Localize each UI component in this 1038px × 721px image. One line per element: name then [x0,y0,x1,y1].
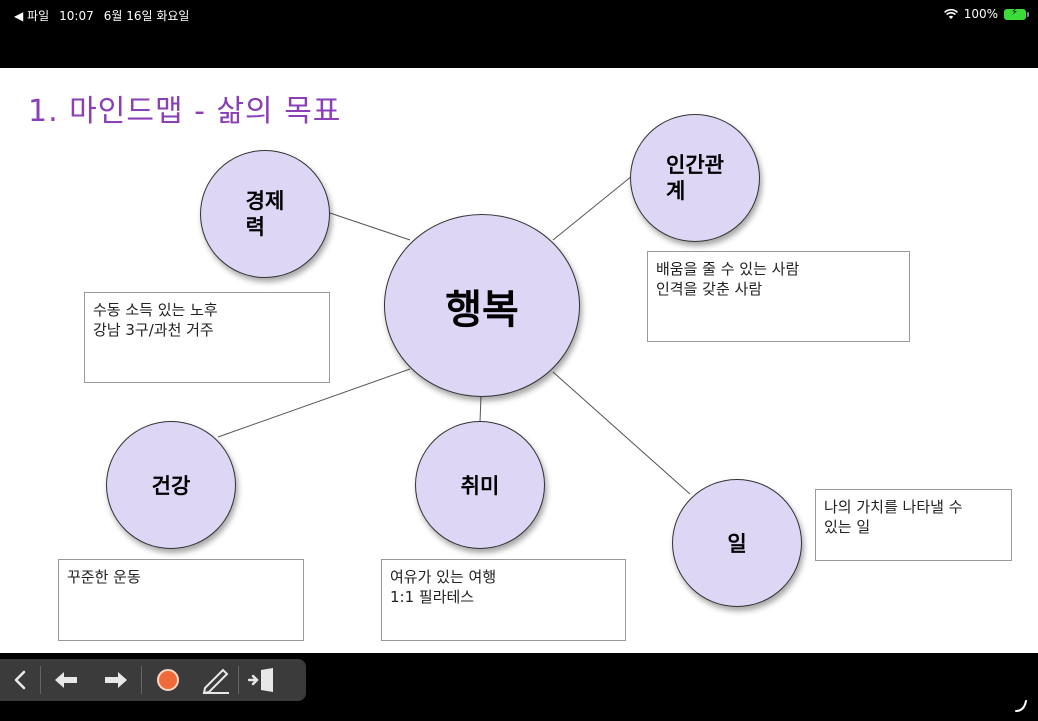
next-slide-button[interactable] [91,659,141,701]
resize-corner-icon [1015,700,1027,712]
pen-tool-button[interactable] [194,659,238,701]
note-line: 있는 일 [824,517,871,536]
exit-presentation-button[interactable] [239,659,285,701]
node-health[interactable]: 건강 [106,421,236,549]
note-relationship[interactable]: 배움을 줄 수 있는 사람 인격을 갖춘 사람 [647,251,910,342]
exit-icon [247,668,273,692]
note-line: 여유가 있는 여행 [390,568,497,586]
connector-work [552,371,691,495]
center-label: 행복 [445,286,519,333]
node-label: 인간관 [666,152,724,177]
node-label: 경제 [245,188,285,213]
note-line: 수동 소득 있는 노후 [93,301,218,319]
connector-economy [329,212,411,241]
node-center-happiness[interactable]: 행복 [384,214,580,397]
arrow-left-icon [55,672,77,688]
presentation-toolbar [0,659,306,701]
connector-relationship [552,175,633,241]
node-label: 력 [245,215,265,239]
note-health[interactable]: 꾸준한 운동 [58,559,304,641]
note-work[interactable]: 나의 가치를 나타낼 수 있는 일 [815,489,1012,561]
connector-hobby [479,395,482,423]
previous-slide-button[interactable] [41,659,91,701]
node-label: 일 [727,532,747,556]
record-button[interactable] [142,659,194,701]
presentation-toolbar-area [0,653,1038,721]
toolbar-divider [40,666,41,694]
note-line: 배움을 줄 수 있는 사람 [656,260,800,278]
status-bar: ◀ 파일 10:07 6월 16일 화요일 100% ⚡ [0,0,1038,68]
arrow-right-icon [105,672,127,688]
connector-health [217,368,411,438]
node-label: 계 [666,179,686,203]
slide-title: 1. 마인드맵 - 삶의 목표 [28,94,342,129]
pen-icon [202,668,229,694]
status-date: 6월 16일 화요일 [103,9,190,23]
node-label: 취미 [460,474,500,498]
note-hobby[interactable]: 여유가 있는 여행 1:1 필라테스 [381,559,626,641]
node-work[interactable]: 일 [672,479,802,607]
connector-lines [217,175,691,495]
note-line: 꾸준한 운동 [67,568,141,586]
record-icon [157,669,179,691]
collapse-toolbar-button[interactable] [0,659,40,701]
battery-icon: ⚡ [1004,7,1029,20]
note-line: 인격을 갖춘 사람 [656,279,763,298]
node-relationship[interactable]: 인간관 계 [630,114,760,242]
wifi-icon [943,8,958,19]
toolbar-divider [141,666,142,694]
note-line: 1:1 필라테스 [390,587,475,606]
note-line: 강남 3구/과천 거주 [93,320,214,339]
back-to-app-link[interactable]: ◀ 파일 [14,9,50,23]
node-label: 건강 [151,474,191,498]
slide-canvas: 1. 마인드맵 - 삶의 목표 수동 소득 있는 노후 강남 3구/과천 거주 … [0,68,1038,653]
toolbar-divider [238,666,239,694]
node-economy[interactable]: 경제 력 [200,150,330,278]
note-economy[interactable]: 수동 소득 있는 노후 강남 3구/과천 거주 [84,292,330,383]
chevron-left-icon [14,670,26,690]
status-time: 10:07 [59,8,94,23]
battery-percent: 100% [963,7,998,21]
note-line: 나의 가치를 나타낼 수 [824,498,963,516]
node-hobby[interactable]: 취미 [415,421,545,549]
